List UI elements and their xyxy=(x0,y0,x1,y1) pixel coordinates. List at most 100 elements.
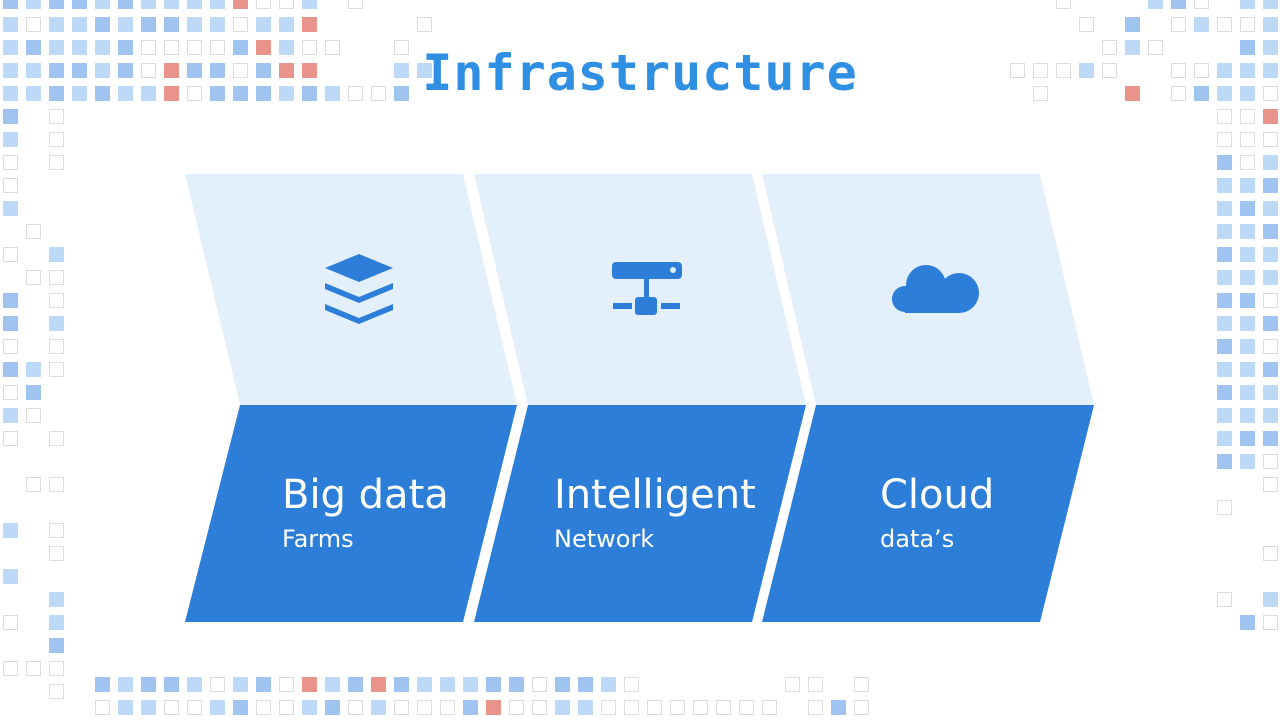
decor-tile xyxy=(164,677,179,692)
decor-tile xyxy=(49,546,64,561)
decor-tile xyxy=(1240,86,1255,101)
decor-tile xyxy=(1240,178,1255,193)
decor-tile xyxy=(624,677,639,692)
decor-tile xyxy=(3,17,18,32)
card-label-intelligent-network: Intelligent Network xyxy=(554,472,756,554)
decor-tile xyxy=(279,17,294,32)
decor-tile xyxy=(118,0,133,9)
decor-tile xyxy=(371,677,386,692)
decor-tile xyxy=(670,700,685,715)
decor-tile xyxy=(1263,86,1278,101)
decor-tile xyxy=(210,700,225,715)
decor-tile xyxy=(3,40,18,55)
decor-tile xyxy=(49,155,64,170)
decor-tile xyxy=(118,17,133,32)
decor-tile xyxy=(578,677,593,692)
decor-tile xyxy=(440,700,455,715)
decor-tile xyxy=(164,63,179,78)
decor-tile xyxy=(233,63,248,78)
decor-tile xyxy=(325,700,340,715)
decor-tile xyxy=(210,40,225,55)
decor-tile xyxy=(164,0,179,9)
decor-tile xyxy=(3,339,18,354)
decor-tile xyxy=(49,293,64,308)
decor-tile xyxy=(3,201,18,216)
decor-tile xyxy=(1263,178,1278,193)
decor-tile xyxy=(49,592,64,607)
decor-tile xyxy=(187,0,202,9)
decor-tile xyxy=(279,63,294,78)
card-top-panel xyxy=(474,174,806,405)
decor-tile xyxy=(1033,86,1048,101)
decor-tile xyxy=(3,385,18,400)
network-icon xyxy=(612,262,682,315)
decor-tile xyxy=(1102,40,1117,55)
decor-tile xyxy=(348,677,363,692)
decor-tile xyxy=(785,677,800,692)
decor-tile xyxy=(1240,63,1255,78)
decor-tile xyxy=(1263,201,1278,216)
card-title: Big data xyxy=(282,472,449,518)
decor-tile xyxy=(3,408,18,423)
decor-tile xyxy=(1263,63,1278,78)
decor-tile xyxy=(302,700,317,715)
decor-tile xyxy=(1194,86,1209,101)
decor-tile xyxy=(1217,454,1232,469)
card-bottom-panel xyxy=(474,405,806,622)
decor-tile xyxy=(95,700,110,715)
decor-tile xyxy=(601,700,616,715)
decor-tile xyxy=(1079,63,1094,78)
decor-tile xyxy=(1240,40,1255,55)
decor-tile xyxy=(279,86,294,101)
decor-tile xyxy=(1033,63,1048,78)
decor-tile xyxy=(49,477,64,492)
decor-tile xyxy=(394,700,409,715)
card-label-big-data: Big data Farms xyxy=(282,472,449,554)
decor-tile xyxy=(1217,224,1232,239)
decor-tile xyxy=(1079,17,1094,32)
decor-tile xyxy=(233,40,248,55)
decor-tile xyxy=(1217,592,1232,607)
decor-tile xyxy=(1240,247,1255,262)
decor-tile xyxy=(3,0,18,9)
decor-tile xyxy=(1125,40,1140,55)
decor-tile xyxy=(187,17,202,32)
decor-tile xyxy=(118,40,133,55)
decor-tile xyxy=(808,677,823,692)
decor-tile xyxy=(256,0,271,9)
decor-tile xyxy=(164,17,179,32)
decor-tile xyxy=(3,132,18,147)
decor-tile xyxy=(3,178,18,193)
decor-tile xyxy=(1263,0,1278,9)
decor-tile xyxy=(26,362,41,377)
decor-tile xyxy=(233,86,248,101)
decor-tile xyxy=(1240,109,1255,124)
decor-tile xyxy=(164,700,179,715)
decor-tile xyxy=(3,431,18,446)
decor-tile xyxy=(1148,0,1163,9)
decor-tile xyxy=(417,17,432,32)
decor-tile xyxy=(118,86,133,101)
decor-tile xyxy=(578,700,593,715)
decor-tile xyxy=(164,86,179,101)
decor-tile xyxy=(1240,615,1255,630)
decor-tile xyxy=(440,677,455,692)
decor-tile xyxy=(1171,0,1186,9)
decor-tile xyxy=(1263,224,1278,239)
decor-tile xyxy=(1240,316,1255,331)
card-cloud xyxy=(762,174,1094,622)
decor-tile xyxy=(1263,477,1278,492)
decor-tile xyxy=(3,569,18,584)
decor-tile xyxy=(302,677,317,692)
card-title: Intelligent xyxy=(554,472,756,518)
decor-tile xyxy=(26,17,41,32)
decor-tile xyxy=(1240,362,1255,377)
decor-tile xyxy=(302,40,317,55)
decor-tile xyxy=(49,17,64,32)
decor-tile xyxy=(1263,385,1278,400)
decor-tile xyxy=(1240,17,1255,32)
decor-tile xyxy=(141,63,156,78)
decor-tile xyxy=(1102,63,1117,78)
decor-tile xyxy=(325,40,340,55)
